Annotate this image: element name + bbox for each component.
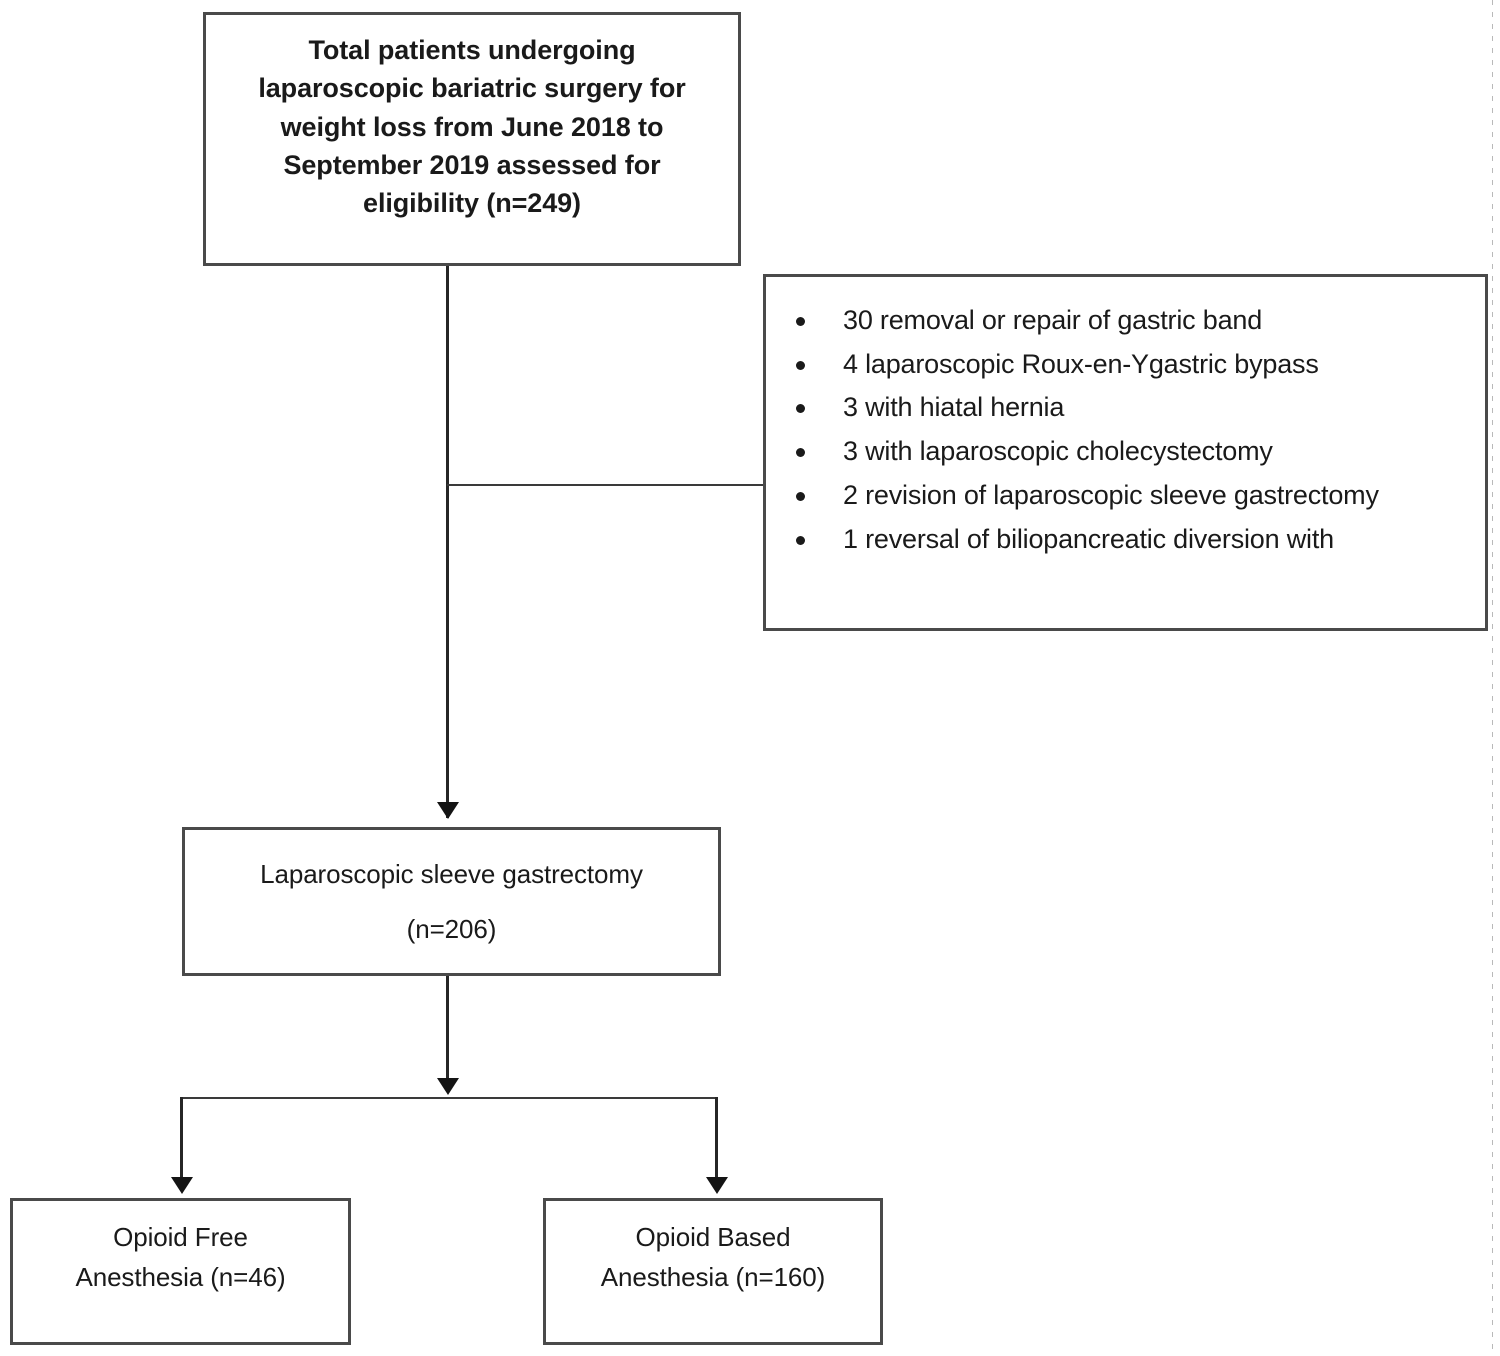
arrowhead-into-split bbox=[437, 1078, 459, 1095]
node-exclusions: 30 removal or repair of gastric band 4 l… bbox=[763, 274, 1488, 631]
list-item: 2 revision of laparoscopic sleeve gastre… bbox=[796, 474, 1475, 518]
list-item: 3 with hiatal hernia bbox=[796, 386, 1475, 430]
page-edge-rule bbox=[1492, 0, 1493, 1356]
node-opioid-based-anesthesia: Opioid Based Anesthesia (n=160) bbox=[543, 1198, 883, 1345]
node-sleeve-line2: (n=206) bbox=[406, 913, 497, 944]
node-eligibility-label: Total patients undergoing laparoscopic b… bbox=[258, 35, 686, 219]
node-opioid-based-line1: Opioid Based bbox=[635, 1222, 791, 1252]
node-sleeve-label: Laparoscopic sleeve gastrectomy (n=206) bbox=[240, 830, 663, 956]
list-item: 1 reversal of biliopancreatic diversion … bbox=[796, 518, 1475, 562]
node-opioid-free-label: Opioid Free Anesthesia (n=46) bbox=[61, 1201, 299, 1297]
node-opioid-free-line1: Opioid Free bbox=[113, 1222, 248, 1252]
node-opioid-free-anesthesia: Opioid Free Anesthesia (n=46) bbox=[10, 1198, 351, 1345]
list-item: 30 removal or repair of gastric band bbox=[796, 299, 1475, 343]
node-opioid-free-line2: Anesthesia (n=46) bbox=[75, 1261, 286, 1292]
node-opioid-based-line2: Anesthesia (n=160) bbox=[600, 1261, 826, 1292]
connector-to-exclusions bbox=[447, 484, 764, 486]
node-sleeve-line1: Laparoscopic sleeve gastrectomy bbox=[260, 859, 643, 889]
connector-split-to-opioid-free bbox=[180, 1097, 183, 1179]
connector-eligibility-to-sleeve bbox=[446, 266, 449, 818]
arrowhead-into-opioid-based bbox=[706, 1177, 728, 1194]
node-opioid-based-label: Opioid Based Anesthesia (n=160) bbox=[587, 1201, 839, 1297]
arrowhead-into-sleeve bbox=[437, 802, 459, 819]
node-eligibility: Total patients undergoing laparoscopic b… bbox=[203, 12, 741, 266]
list-item: 4 laparoscopic Roux-en-Ygastric bypass bbox=[796, 343, 1475, 387]
arrowhead-into-opioid-free bbox=[171, 1177, 193, 1194]
exclusion-list: 30 removal or repair of gastric band 4 l… bbox=[766, 277, 1485, 561]
connector-split-to-opioid-based bbox=[715, 1097, 718, 1179]
connector-sleeve-to-split bbox=[446, 976, 449, 1080]
node-sleeve-gastrectomy: Laparoscopic sleeve gastrectomy (n=206) bbox=[182, 827, 721, 976]
split-bar bbox=[180, 1097, 718, 1099]
list-item: 3 with laparoscopic cholecystectomy bbox=[796, 430, 1475, 474]
